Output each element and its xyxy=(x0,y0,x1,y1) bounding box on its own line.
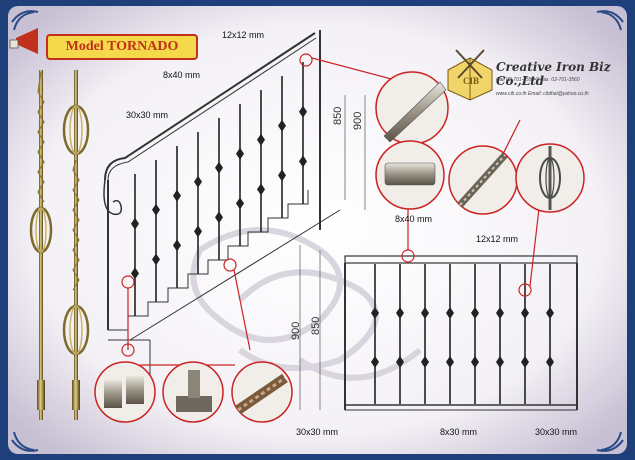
flat-balusters xyxy=(371,264,554,404)
model-badge: Model TORNADO xyxy=(46,34,198,60)
dim-flat-height-b: 850 xyxy=(310,316,322,335)
dim-base-bar: 8x30 mm xyxy=(440,427,478,437)
company-email: www.cib.co.th Email: cibthai@yahoo.co.th xyxy=(496,91,589,97)
stair-baluster xyxy=(236,104,244,246)
cib-logo-text: CIB xyxy=(463,76,480,86)
stair-baluster xyxy=(278,76,286,218)
stair-baluster xyxy=(173,146,181,288)
stair-baluster xyxy=(131,174,139,316)
dim-stair-handrail: 8x40 mm xyxy=(163,70,201,80)
dim-flat-height-a: 900 xyxy=(290,321,302,340)
drawing-sheet xyxy=(8,6,627,454)
company-phone: Call 02-701-3558-9 Fax. 02-701-3560 xyxy=(496,77,580,83)
flat-baluster xyxy=(496,264,504,404)
baluster-photo-left xyxy=(29,70,53,420)
dim-base-post-right: 30x30 mm xyxy=(535,427,578,437)
dim-rail-top: 12x12 mm xyxy=(222,30,265,40)
flat-baluster xyxy=(446,264,454,404)
stair-baluster xyxy=(299,62,307,204)
detail-twisted-bar-photo xyxy=(448,145,518,215)
stair-baluster xyxy=(194,132,202,274)
dim-stair-height-a: 850 xyxy=(332,106,344,125)
dim-base-post: 30x30 mm xyxy=(296,427,339,437)
stair-baluster xyxy=(215,118,223,260)
cib-logo-icon xyxy=(447,49,493,101)
flat-baluster xyxy=(421,264,429,404)
detail-post-photo xyxy=(94,361,156,423)
detail-basket-photo xyxy=(515,143,585,213)
stair-baluster xyxy=(152,160,160,302)
flat-baluster xyxy=(396,264,404,404)
dim-stair-post: 30x30 mm xyxy=(126,110,169,120)
baluster-photo-right xyxy=(62,70,90,420)
flat-baluster xyxy=(546,264,554,404)
dim-flat-handrail: 8x40 mm xyxy=(395,214,433,224)
detail-flatbar-photo xyxy=(375,140,445,210)
flat-baluster xyxy=(521,264,529,404)
stair-baluster xyxy=(257,90,265,232)
detail-handrail-photo xyxy=(375,71,449,145)
corner-ornaments xyxy=(11,10,624,452)
flat-railing-elevation xyxy=(344,255,578,411)
company-name: Creative Iron Biz Co.,Ltd xyxy=(496,60,611,88)
detail-bar-ends-photo xyxy=(231,361,293,423)
dim-stair-height-b: 900 xyxy=(352,111,364,130)
stair-balusters xyxy=(131,62,307,316)
dim-flat-top: 12x12 mm xyxy=(476,234,519,244)
flat-baluster xyxy=(371,264,379,404)
megaphone-icon xyxy=(9,28,38,54)
detail-baseplate-photo xyxy=(162,361,224,423)
dimension-lines xyxy=(299,95,366,410)
flat-baluster xyxy=(471,264,479,404)
